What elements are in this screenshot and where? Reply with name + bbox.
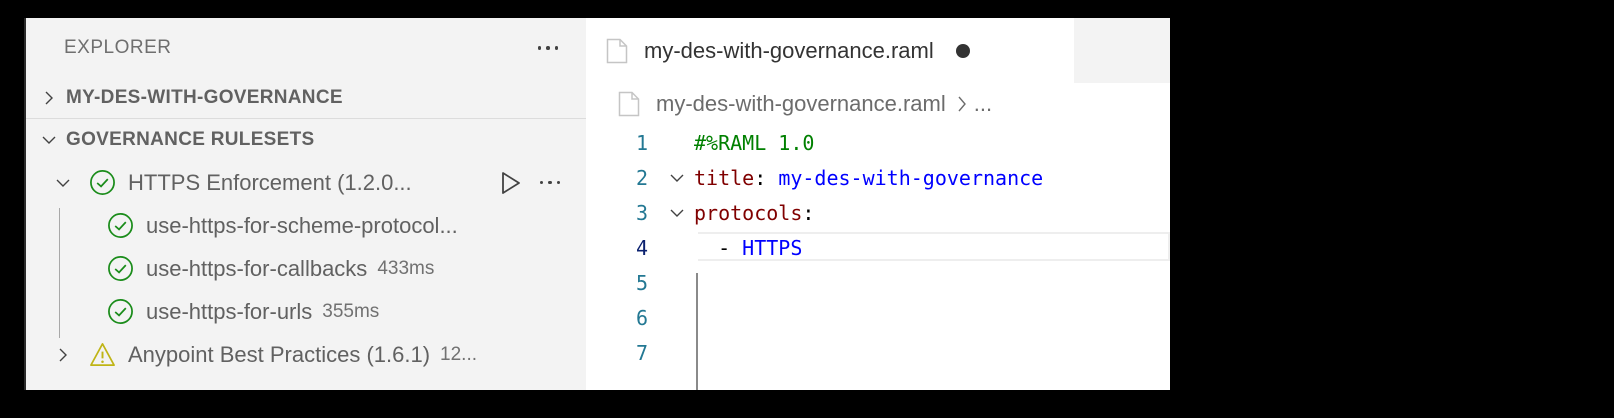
rule-label: use-https-for-scheme-protocol... bbox=[146, 212, 458, 238]
vscode-window: EXPLORER MY-DES-WITH-GOVERNANCE GOVERNAN… bbox=[24, 18, 1170, 390]
code-token: title bbox=[694, 165, 755, 190]
fold-chevron-icon[interactable] bbox=[660, 170, 694, 186]
line-number: 1 bbox=[635, 130, 648, 155]
rule-label: use-https-for-callbacks bbox=[146, 255, 368, 281]
ruleset-actions bbox=[500, 171, 560, 195]
section-governance-rulesets[interactable]: GOVERNANCE RULESETS bbox=[26, 118, 586, 161]
code-token: : bbox=[754, 165, 779, 190]
ruleset-https-enforcement[interactable]: HTTPS Enforcement (1.2.0... bbox=[26, 161, 586, 204]
code-editor[interactable]: 1 #%RAML 1.0 2 title: my-des-with-govern… bbox=[586, 125, 1170, 390]
rule-item[interactable]: use-https-for-scheme-protocol... bbox=[26, 204, 586, 247]
code-line[interactable]: 3 protocols: bbox=[586, 195, 1170, 230]
code-token: protocols bbox=[694, 200, 803, 225]
line-number: 2 bbox=[635, 165, 648, 190]
code-line[interactable]: 6 bbox=[586, 300, 1170, 335]
check-circle-icon bbox=[88, 169, 116, 197]
code-token: : bbox=[802, 200, 815, 225]
section-my-des-with-governance[interactable]: MY-DES-WITH-GOVERNANCE bbox=[26, 78, 586, 118]
breadcrumb-file[interactable]: my-des-with-governance.raml bbox=[656, 91, 946, 116]
file-icon bbox=[606, 38, 628, 63]
warning-icon bbox=[88, 341, 116, 369]
ruleset-label: Anypoint Best Practices (1.6.1) bbox=[128, 341, 431, 367]
ellipsis-icon[interactable] bbox=[539, 180, 560, 185]
code-token: HTTPS bbox=[742, 235, 803, 260]
check-circle-icon bbox=[106, 212, 134, 240]
editor-area: my-des-with-governance.raml my-des-with-… bbox=[586, 18, 1170, 390]
chevron-down-icon bbox=[38, 129, 60, 151]
line-number: 5 bbox=[635, 270, 648, 295]
chevron-right-icon bbox=[52, 344, 74, 366]
code-token: my-des-with-governance bbox=[778, 165, 1044, 190]
line-number: 7 bbox=[635, 340, 648, 365]
unsaved-dot-icon[interactable] bbox=[955, 43, 970, 58]
rule-item[interactable]: use-https-for-urls 355ms bbox=[26, 290, 586, 333]
run-ruleset-icon[interactable] bbox=[500, 171, 522, 195]
fold-chevron-icon[interactable] bbox=[660, 205, 694, 221]
rule-duration: 355ms bbox=[322, 300, 380, 322]
section-label: MY-DES-WITH-GOVERNANCE bbox=[66, 87, 343, 108]
code-line-active[interactable]: 4 - HTTPS bbox=[586, 230, 1170, 265]
chevron-right-icon bbox=[38, 87, 60, 109]
ruleset-anypoint-best-practices[interactable]: Anypoint Best Practices (1.6.1) 12... bbox=[26, 333, 586, 376]
code-token: - bbox=[694, 235, 743, 260]
ruleset-description: 12... bbox=[440, 343, 478, 365]
explorer-title: EXPLORER bbox=[64, 37, 172, 58]
explorer-sidebar: EXPLORER MY-DES-WITH-GOVERNANCE GOVERNAN… bbox=[26, 18, 586, 390]
chevron-right-icon bbox=[958, 96, 966, 112]
rule-duration: 433ms bbox=[377, 257, 435, 279]
breadcrumb-symbols[interactable]: ... bbox=[973, 91, 993, 116]
tab-bar: my-des-with-governance.raml bbox=[586, 18, 1170, 83]
line-number: 4 bbox=[635, 235, 648, 260]
tree-indent-guide bbox=[59, 208, 60, 338]
line-number: 3 bbox=[635, 200, 648, 225]
ellipsis-icon[interactable] bbox=[537, 46, 558, 50]
chevron-down-icon bbox=[52, 172, 74, 194]
tab-my-des-with-governance-raml[interactable]: my-des-with-governance.raml bbox=[586, 18, 1074, 83]
line-number: 6 bbox=[635, 305, 648, 330]
code-line[interactable]: 7 bbox=[586, 335, 1170, 370]
current-line-highlight bbox=[698, 232, 1170, 261]
rule-item[interactable]: use-https-for-callbacks 433ms bbox=[26, 247, 586, 290]
code-line[interactable]: 1 #%RAML 1.0 bbox=[586, 125, 1170, 160]
code-line[interactable]: 5 bbox=[586, 265, 1170, 300]
file-icon bbox=[618, 91, 640, 117]
explorer-header: EXPLORER bbox=[26, 18, 586, 78]
ruleset-label: HTTPS Enforcement (1.2.0... bbox=[128, 169, 412, 195]
check-circle-icon bbox=[106, 298, 134, 326]
tab-label: my-des-with-governance.raml bbox=[644, 37, 934, 63]
check-circle-icon bbox=[106, 255, 134, 283]
breadcrumb: my-des-with-governance.raml ... bbox=[586, 83, 1170, 125]
code-token: #%RAML 1.0 bbox=[694, 130, 815, 155]
section-label: GOVERNANCE RULESETS bbox=[66, 129, 315, 150]
indent-guide bbox=[696, 273, 698, 390]
code-line[interactable]: 2 title: my-des-with-governance bbox=[586, 160, 1170, 195]
rule-label: use-https-for-urls bbox=[146, 298, 313, 324]
